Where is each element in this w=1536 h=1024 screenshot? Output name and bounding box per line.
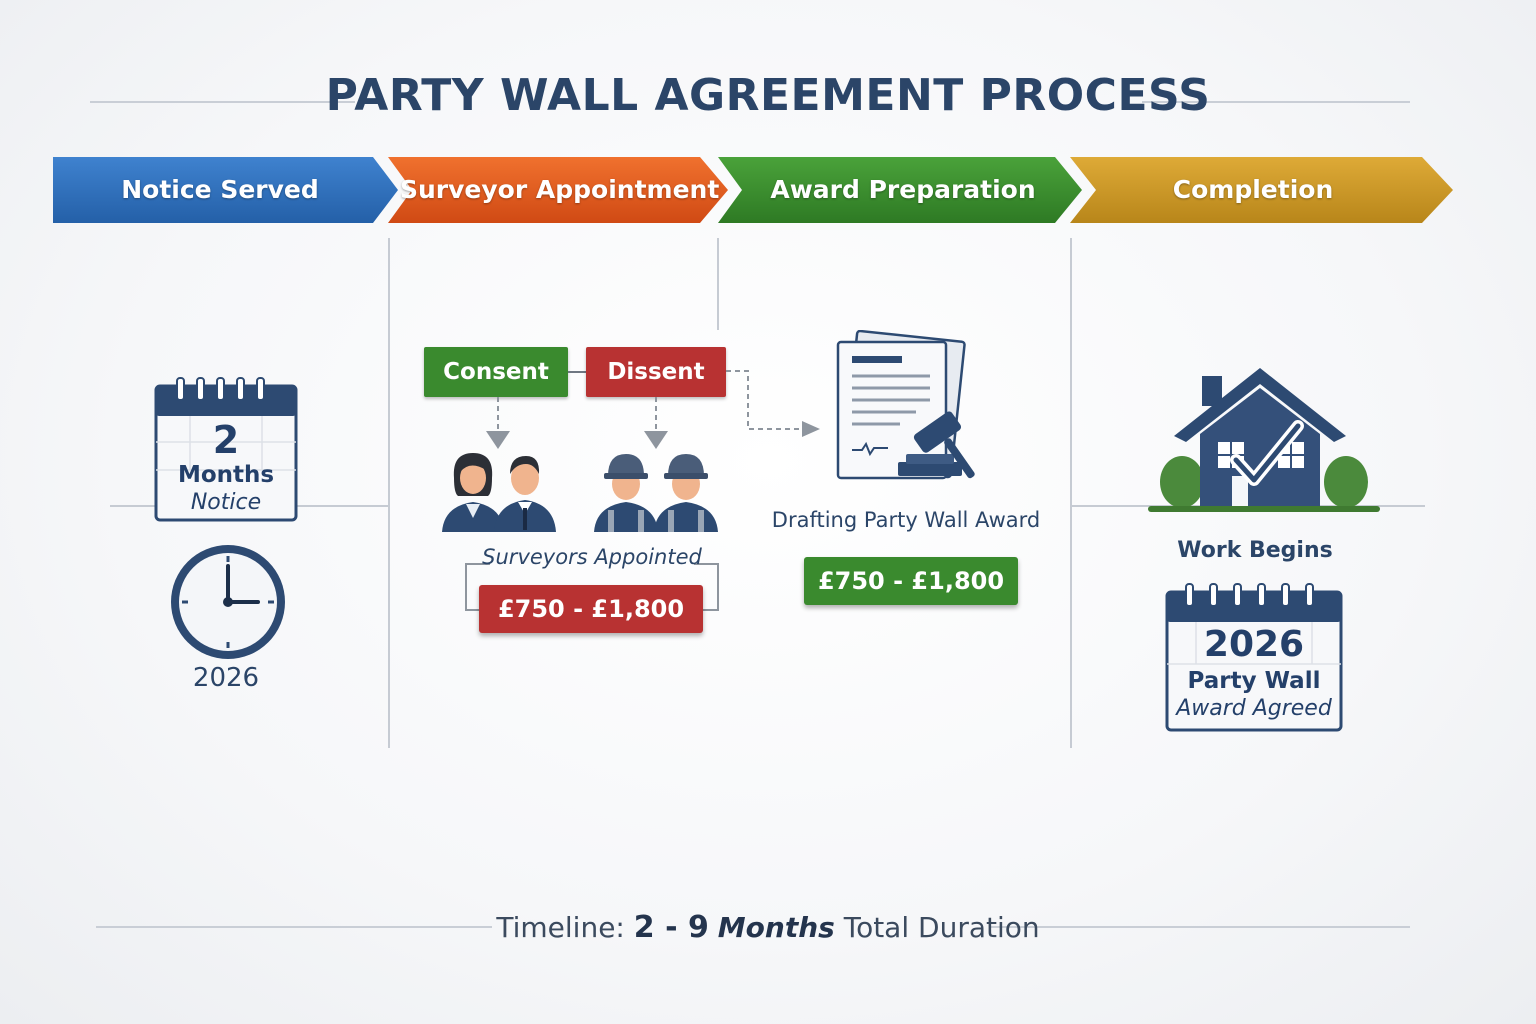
stage-arrow-completion: [1070, 157, 1453, 223]
stage-arrow-notice: [53, 157, 398, 223]
timeline-summary: Timeline: 2 - 9 Months Total Duration: [0, 910, 1536, 945]
title-rule-right: [1142, 101, 1410, 103]
column-divider-1: [388, 238, 390, 748]
stage-label-award: Award Preparation: [770, 175, 1036, 204]
drafting-award-caption: Drafting Party Wall Award: [771, 508, 1041, 532]
surveyors-bracket: [465, 563, 719, 611]
stage-arrow-award: [718, 157, 1082, 223]
stage-label-surveyor: Surveyor Appointment: [400, 175, 720, 204]
calendar-line-months: Months: [177, 462, 275, 488]
surveyors-people-icon: [442, 453, 718, 532]
dissent-box: Dissent: [586, 347, 726, 397]
house-check-icon: [1148, 368, 1380, 512]
work-begins-caption: Work Begins: [1177, 538, 1333, 563]
stage-arrow-surveyor: [388, 157, 728, 223]
stage-banner: [53, 157, 1453, 223]
completion-calendar-year: 2026: [1203, 624, 1305, 665]
document-gavel-icon: [836, 330, 975, 480]
consent-box: Consent: [424, 347, 568, 397]
timeline-rule-left: [96, 926, 492, 928]
timeline-suffix: Total Duration: [843, 911, 1040, 944]
page-title: PARTY WALL AGREEMENT PROCESS: [325, 70, 1211, 121]
award-price-badge: £750 - £1,800: [804, 557, 1018, 605]
surveyors-appointed-caption: Surveyors Appointed: [482, 545, 702, 569]
timeline-rule-right: [990, 926, 1410, 928]
timeline-unit: Months: [717, 911, 835, 944]
calendar-number: 2: [212, 418, 240, 462]
stage-label-notice: Notice Served: [121, 175, 319, 204]
completion-calendar-icon: [1165, 583, 1343, 732]
flow-arrows: [486, 370, 820, 449]
calendar-icon: [154, 377, 298, 522]
column-divider-3: [1070, 238, 1072, 748]
stage-label-completion: Completion: [1172, 175, 1334, 204]
timeline-prefix: Timeline:: [496, 911, 625, 944]
completion-calendar-line2: Award Agreed: [1176, 696, 1332, 721]
notice-year: 2026: [192, 663, 260, 693]
completion-calendar-line1: Party Wall: [1187, 668, 1321, 694]
title-rule-left: [90, 101, 355, 103]
surveyor-price-badge: £750 - £1,800: [479, 585, 703, 633]
consent-dissent-connector: [568, 371, 586, 373]
column-divider-2: [717, 238, 719, 330]
timeline-range: 2 - 9: [633, 910, 709, 945]
calendar-line-notice: Notice: [190, 490, 262, 515]
clock-icon: [171, 545, 285, 659]
